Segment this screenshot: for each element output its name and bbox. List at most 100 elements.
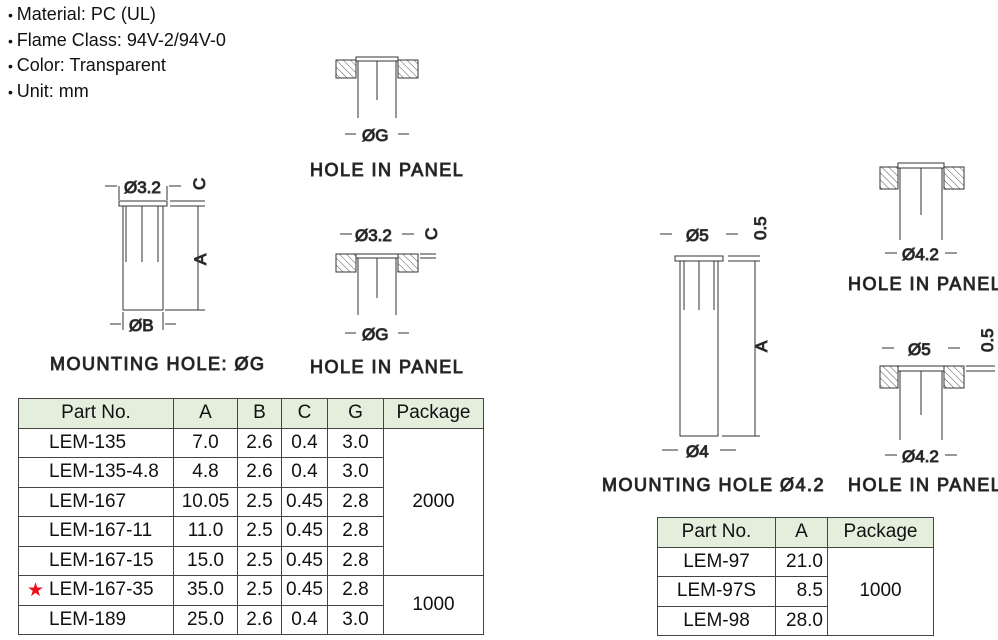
cell-b: 2.6 bbox=[237, 457, 282, 488]
dim-b-right: Ø4 bbox=[686, 442, 709, 461]
cell-package: 1000 bbox=[827, 546, 934, 636]
spec-unit: Unit: mm bbox=[8, 79, 226, 105]
cell-a: 25.0 bbox=[173, 604, 238, 635]
cell-a: 10.05 bbox=[173, 486, 238, 517]
cell-b: 2.5 bbox=[237, 545, 282, 576]
cell-part-no: LEM-135-4.8 bbox=[18, 457, 174, 488]
led-spacer-drawing-left bbox=[105, 185, 205, 330]
header-part-no: Part No. bbox=[18, 398, 174, 429]
cell-a: 15.0 bbox=[173, 545, 238, 576]
cell-part-no: LEM-167-15 bbox=[18, 545, 174, 576]
dim-b: ØB bbox=[129, 316, 154, 335]
cell-package: 1000 bbox=[383, 575, 484, 635]
panel-drawing-4 bbox=[879, 347, 995, 456]
spec-color: Color: Transparent bbox=[8, 53, 226, 79]
cell-g: 2.8 bbox=[327, 486, 384, 517]
cell-part-no: LEM-189 bbox=[18, 604, 174, 635]
header-a: A bbox=[173, 398, 238, 429]
dim-top-diameter-4: Ø5 bbox=[908, 340, 931, 359]
cell-g: 2.8 bbox=[327, 545, 384, 576]
cell-c: 0.4 bbox=[281, 457, 328, 488]
part-number: LEM-167-35 bbox=[49, 579, 154, 601]
cell-c: 0.4 bbox=[281, 604, 328, 635]
cell-b: 2.6 bbox=[237, 427, 282, 458]
cell-g: 3.0 bbox=[327, 457, 384, 488]
dim-g-2: ØG bbox=[362, 325, 388, 344]
cell-a: 7.0 bbox=[173, 427, 238, 458]
cell-a: 11.0 bbox=[173, 516, 238, 547]
header-part-no: Part No. bbox=[657, 517, 776, 548]
caption-hole-in-panel-1: HOLE IN PANEL bbox=[310, 160, 464, 180]
cell-b: 2.5 bbox=[237, 575, 282, 606]
cell-c: 0.45 bbox=[281, 575, 328, 606]
led-spacer-drawing-right bbox=[660, 233, 760, 451]
dim-c-2: C bbox=[422, 228, 441, 240]
cell-b: 2.5 bbox=[237, 486, 282, 517]
header-a: A bbox=[775, 517, 828, 548]
cell-g: 2.8 bbox=[327, 516, 384, 547]
dim-c-4: 0.5 bbox=[978, 328, 997, 352]
cell-part-no: LEM-97 bbox=[657, 546, 776, 577]
dim-c: C bbox=[190, 178, 209, 190]
dim-a-right: A bbox=[752, 340, 771, 352]
panel-drawing-1 bbox=[335, 56, 419, 135]
dim-top-diameter-2: Ø3.2 bbox=[355, 226, 392, 245]
cell-c: 0.45 bbox=[281, 545, 328, 576]
caption-hole-in-panel-2: HOLE IN PANEL bbox=[310, 357, 464, 377]
header-g: G bbox=[327, 398, 384, 429]
dim-g-3: Ø4.2 bbox=[902, 245, 939, 264]
cell-package: 2000 bbox=[383, 427, 484, 576]
cell-part-no: LEM-98 bbox=[657, 605, 776, 636]
cell-part-no: LEM-135 bbox=[18, 427, 174, 458]
part-number: LEM-135 bbox=[49, 431, 127, 453]
spec-flame-class: Flame Class: 94V-2/94V-0 bbox=[8, 28, 226, 54]
dim-g-4: Ø4.2 bbox=[902, 447, 939, 466]
cell-b: 2.5 bbox=[237, 516, 282, 547]
cell-a: 8.5 bbox=[775, 576, 828, 607]
dim-top-diameter-right: Ø5 bbox=[686, 226, 709, 245]
star-icon: ★ bbox=[27, 580, 45, 602]
dim-top-diameter: Ø3.2 bbox=[124, 178, 161, 197]
dim-c-right: 0.5 bbox=[751, 216, 770, 240]
table-header: Part No. A Package bbox=[657, 517, 934, 548]
cell-part-no: LEM-167-11 bbox=[18, 516, 174, 547]
dim-g: ØG bbox=[362, 126, 388, 145]
cell-part-no: LEM-97S bbox=[657, 576, 776, 607]
cell-c: 0.45 bbox=[281, 486, 328, 517]
cell-part-no: ★LEM-167-35 bbox=[18, 575, 174, 606]
cell-a: 4.8 bbox=[173, 457, 238, 488]
cell-g: 3.0 bbox=[327, 604, 384, 635]
caption-hole-in-panel-4: HOLE IN PANEL bbox=[848, 475, 998, 495]
part-number: LEM-167-15 bbox=[49, 549, 154, 571]
cell-g: 3.0 bbox=[327, 427, 384, 458]
caption-mounting-hole-right: MOUNTING HOLE Ø4.2 bbox=[602, 475, 825, 495]
header-b: B bbox=[237, 398, 282, 429]
part-number: LEM-167 bbox=[49, 490, 127, 512]
dim-a: A bbox=[191, 253, 210, 265]
header-package: Package bbox=[383, 398, 484, 429]
part-number: LEM-167-11 bbox=[49, 520, 153, 542]
caption-mounting-hole: MOUNTING HOLE: ØG bbox=[50, 354, 266, 374]
spec-list: Material: PC (UL) Flame Class: 94V-2/94V… bbox=[8, 2, 226, 104]
header-c: C bbox=[281, 398, 328, 429]
panel-drawing-3 bbox=[879, 162, 965, 254]
caption-hole-in-panel-3: HOLE IN PANEL bbox=[848, 274, 998, 294]
cell-b: 2.6 bbox=[237, 604, 282, 635]
cell-a: 21.0 bbox=[775, 546, 828, 577]
cell-a: 35.0 bbox=[173, 575, 238, 606]
spec-material: Material: PC (UL) bbox=[8, 2, 226, 28]
part-number: LEM-135-4.8 bbox=[49, 461, 159, 483]
cell-part-no: LEM-167 bbox=[18, 486, 174, 517]
cell-a: 28.0 bbox=[775, 605, 828, 636]
